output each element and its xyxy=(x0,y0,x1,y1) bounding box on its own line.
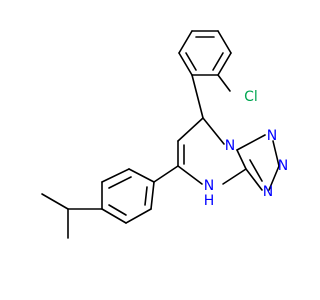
bond xyxy=(177,165,203,185)
molecule-structure: Cl N N N N N H xyxy=(41,30,288,239)
nitrogen-label: N xyxy=(225,138,235,154)
bond xyxy=(178,52,193,76)
bond xyxy=(108,176,132,189)
tetrazole-ring xyxy=(236,134,280,191)
bond xyxy=(177,117,204,142)
bond xyxy=(217,52,232,76)
phenyl-ring xyxy=(101,168,155,224)
bond xyxy=(236,134,266,151)
bond xyxy=(272,140,280,167)
bond xyxy=(268,165,280,191)
bond xyxy=(101,208,127,224)
bond xyxy=(128,168,155,183)
bond xyxy=(153,165,179,183)
chlorophenyl-ring xyxy=(178,30,232,76)
bond xyxy=(191,74,204,119)
nh-hydrogen-label: H xyxy=(204,193,215,209)
bond xyxy=(178,30,193,54)
chlorine-label: Cl xyxy=(244,89,258,105)
bond xyxy=(101,168,130,183)
bond xyxy=(150,181,155,210)
bond xyxy=(125,208,152,224)
bond xyxy=(144,186,148,206)
bond xyxy=(222,168,247,185)
nh-nitrogen-label: N xyxy=(204,178,214,194)
isopropyl-group xyxy=(41,193,103,239)
nitrogen-label: N xyxy=(263,184,273,200)
bond xyxy=(185,52,197,71)
bond xyxy=(249,159,263,182)
bond xyxy=(212,52,224,71)
bond xyxy=(245,168,263,191)
bond xyxy=(217,74,231,92)
molecule-canvas: Cl N N N N N H xyxy=(41,30,289,239)
bond xyxy=(236,149,247,170)
bond xyxy=(202,117,225,145)
bond xyxy=(217,30,232,54)
central-ring xyxy=(177,117,247,185)
nitrogen-label: N xyxy=(278,158,288,174)
nitrogen-label: N xyxy=(267,128,277,144)
bond xyxy=(41,193,69,210)
bond xyxy=(108,204,127,216)
